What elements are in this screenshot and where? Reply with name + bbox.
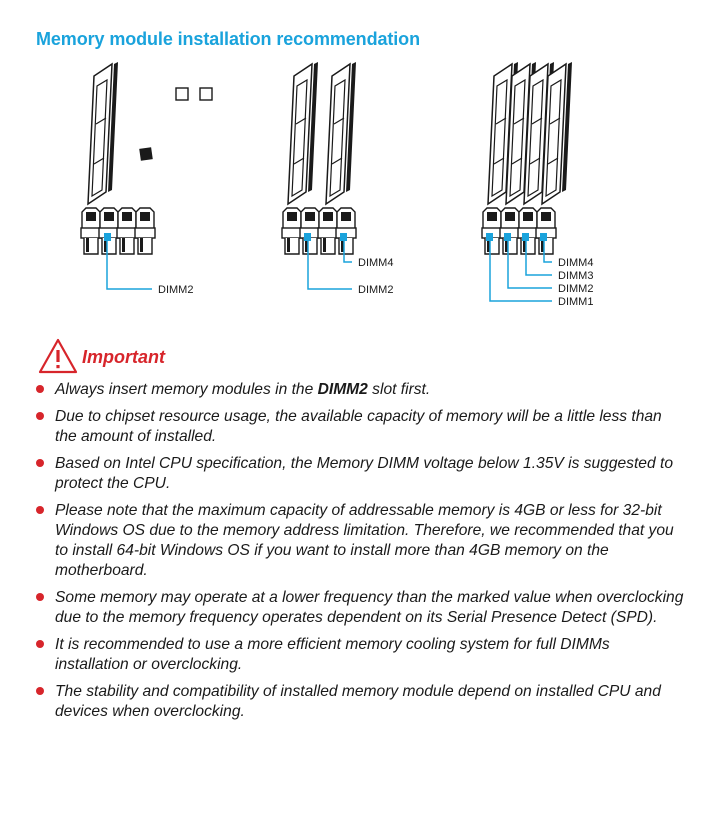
note-item: It is recommended to use a more efficien…	[36, 635, 686, 675]
important-title: Important	[82, 347, 165, 367]
note-item: Due to chipset resource usage, the avail…	[36, 407, 686, 447]
diagram-one-module: DIMM2	[80, 61, 213, 296]
note-item: Some memory may operate at a lower frequ…	[36, 588, 686, 628]
bullet-icon	[36, 412, 44, 420]
dimm2-slot-marker	[104, 233, 111, 241]
bullet-icon	[36, 506, 44, 514]
note-item: Based on Intel CPU specification, the Me…	[36, 454, 686, 494]
diagram1-label-dimm2: DIMM2	[158, 284, 193, 296]
dimm3-slot-marker	[522, 233, 529, 241]
bullet-icon	[36, 593, 44, 601]
diagram2-label-dimm4: DIMM4	[358, 257, 393, 269]
note-item: Please note that the maximum capacity of…	[36, 501, 686, 581]
dimm4-slot-marker	[340, 233, 347, 241]
bullet-icon	[36, 640, 44, 648]
important-header: Important	[38, 338, 338, 374]
warning-triangle-icon	[38, 338, 78, 374]
diagram2-label-dimm2: DIMM2	[358, 284, 393, 296]
note-item: The stability and compatibility of insta…	[36, 682, 686, 722]
dimm1-slot-marker	[486, 233, 493, 241]
diagram3-label-dimm3: DIMM3	[558, 270, 593, 282]
important-notes-list: Always insert memory modules in the DIMM…	[36, 380, 686, 729]
bullet-icon	[36, 687, 44, 695]
dimm2-slot-marker	[504, 233, 511, 241]
diagram-four-modules: DIMM4 DIMM3 DIMM2 DIMM1	[481, 61, 593, 308]
diagram3-label-dimm1: DIMM1	[558, 296, 593, 308]
memory-installation-diagrams: DIMM2 DIMM4 DIMM2	[0, 58, 714, 318]
diagram3-label-dimm2: DIMM2	[558, 283, 593, 295]
section-title: Memory module installation recommendatio…	[36, 29, 420, 49]
diagram-two-modules: DIMM4 DIMM2	[281, 61, 393, 296]
note-item: Always insert memory modules in the DIMM…	[36, 380, 686, 400]
bullet-icon	[36, 459, 44, 467]
diagram3-label-dimm4: DIMM4	[558, 257, 593, 269]
dimm2-slot-marker	[304, 233, 311, 241]
dimm4-slot-marker	[540, 233, 547, 241]
bullet-icon	[36, 385, 44, 393]
